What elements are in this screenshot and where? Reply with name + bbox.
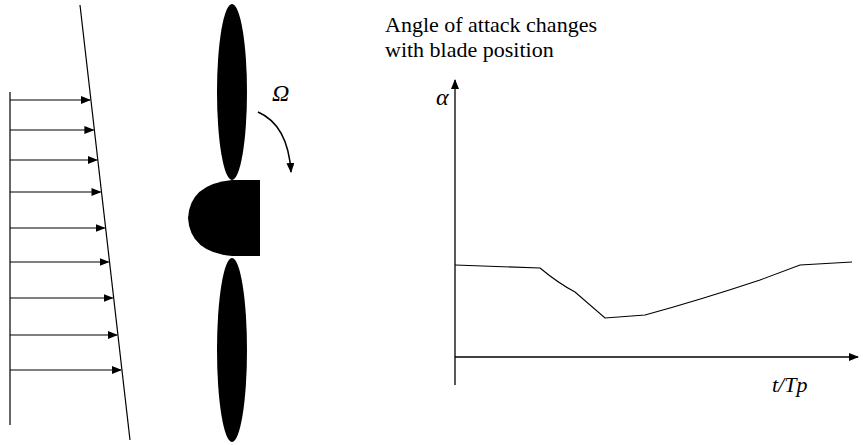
angle-curve — [455, 262, 852, 318]
propeller — [188, 4, 260, 442]
velocity-arrow — [10, 129, 93, 130]
rotation-arrow — [258, 112, 291, 172]
omega-label: Ω — [272, 80, 289, 108]
velocity-arrow — [10, 261, 109, 262]
velocity-arrow — [10, 369, 121, 370]
chart-axes — [455, 80, 858, 385]
annotation-note: Angle of attack changes with blade posit… — [385, 12, 630, 63]
velocity-arrow — [10, 99, 90, 100]
velocity-arrow — [10, 297, 113, 298]
velocity-arrow — [10, 334, 117, 335]
velocity-arrow — [10, 159, 97, 160]
velocity-arrow — [10, 227, 105, 228]
axis-label: α — [436, 84, 449, 112]
axis-label: t/Tp — [772, 372, 807, 397]
velocity-arrow — [10, 191, 100, 192]
velocity-profile — [10, 5, 130, 440]
